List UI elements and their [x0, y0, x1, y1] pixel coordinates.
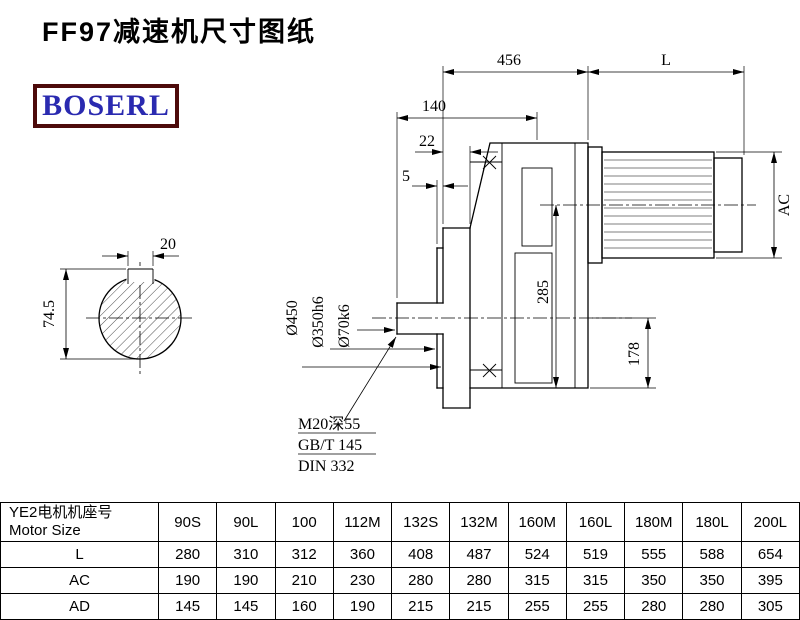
table-cell: 555 [624, 541, 684, 568]
table-cell: 280 [449, 567, 509, 594]
table-cell: 350 [682, 567, 742, 594]
table-cell: 280 [157, 541, 218, 568]
logo: BOSERL [33, 84, 179, 128]
table-cell: 395 [740, 567, 800, 594]
dim-L-label: L [661, 52, 671, 69]
dim-74-5-label: 74.5 [41, 300, 58, 328]
tap-hole-label: M20深55 [298, 415, 360, 433]
table-cell: 280 [391, 567, 451, 594]
table-cell: 315 [507, 567, 567, 594]
dimension-drawing: 20 74.5 [41, 52, 793, 475]
dim-AC: AC [716, 151, 793, 259]
dim-AC-label: AC [776, 194, 793, 216]
logo-text: BOSERL [42, 89, 170, 122]
dia-callouts: Ø450 Ø350h6 Ø70k6 [284, 296, 441, 370]
column-header-180m: 180M [624, 502, 684, 542]
reducer-side-view: 456 L 140 22 5 285 [284, 52, 793, 475]
dim-5: 5 [402, 168, 468, 244]
fan-cover [713, 157, 743, 253]
table-cell: 310 [216, 541, 276, 568]
column-header-180l: 180L [682, 502, 742, 542]
dim-456-label: 456 [497, 52, 521, 69]
dim-motor-length-L: L [588, 52, 745, 155]
dim-20-label: 20 [160, 236, 176, 253]
motor [587, 146, 743, 264]
table-cell: 654 [740, 541, 800, 568]
table-cell: 210 [274, 567, 334, 594]
shaft-section-detail: 20 74.5 [41, 236, 194, 374]
tap-std-gb-label: GB/T 145 [298, 437, 362, 454]
tap-std-din-label: DIN 332 [298, 458, 354, 475]
column-header-100: 100 [274, 502, 334, 542]
row-label: L [0, 541, 159, 568]
shaft-bore-section [98, 276, 182, 360]
dim-keyway-width: 20 [102, 236, 179, 266]
table-cell: 230 [332, 567, 393, 594]
table-cell: 408 [391, 541, 451, 568]
dim-22-label: 22 [419, 133, 435, 150]
table-cell: 190 [216, 567, 276, 594]
table-cell: 519 [565, 541, 626, 568]
tap-note: M20深55 GB/T 145 DIN 332 [298, 336, 397, 475]
column-header-112m: 112M [332, 502, 393, 542]
row-label: AC [0, 567, 159, 594]
column-header-160m: 160M [507, 502, 567, 542]
table-cell: 190 [157, 567, 218, 594]
column-header-132s: 132S [391, 502, 451, 542]
dim-keyway-height: 74.5 [41, 268, 137, 360]
mounting-flange [436, 227, 471, 409]
dim-178-label: 178 [626, 342, 643, 366]
gear-housing [469, 142, 589, 389]
dia-spigot-label: Ø350h6 [310, 296, 327, 348]
table-cell: 360 [332, 541, 393, 568]
table-cell: 588 [682, 541, 742, 568]
bolt-symbol-bottom [482, 363, 497, 378]
motor-fins [604, 159, 712, 249]
dim-285: 285 [535, 205, 559, 388]
dim-178: 178 [590, 317, 656, 389]
dim-22: 22 [415, 133, 498, 224]
page-title: FF97减速机尺寸图纸 [42, 17, 317, 47]
column-header-160l: 160L [565, 502, 626, 542]
bolt-symbol-top [482, 155, 497, 170]
dim-456: 456 [442, 52, 589, 224]
column-header-90s: 90S [157, 502, 218, 542]
dia-flange-label: Ø450 [284, 300, 301, 336]
column-header-132m: 132M [449, 502, 509, 542]
column-header-90l: 90L [216, 502, 276, 542]
table-cell: 312 [274, 541, 334, 568]
table-cell: 350 [624, 567, 684, 594]
dia-shaft-label: Ø70k6 [336, 304, 353, 348]
table-cell: 524 [507, 541, 567, 568]
dim-140-label: 140 [422, 98, 446, 115]
table-cell: 487 [449, 541, 509, 568]
dim-5-label: 5 [402, 168, 410, 185]
output-shaft [396, 302, 444, 335]
dim-140: 140 [396, 98, 538, 298]
table-cell: 315 [565, 567, 626, 594]
dim-285-label: 285 [535, 280, 552, 304]
column-header-200l: 200L [740, 502, 800, 542]
